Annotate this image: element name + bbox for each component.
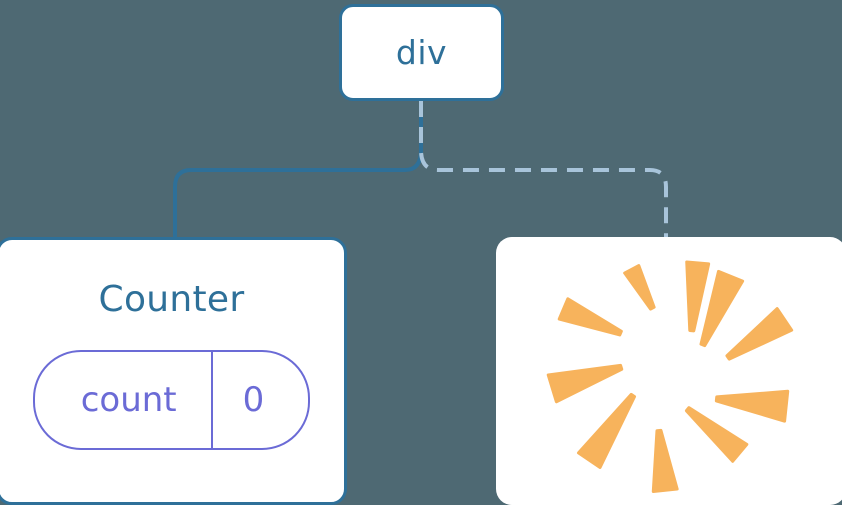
loading-starburst-icon xyxy=(541,248,801,498)
edge-div-to-counter xyxy=(173,101,423,240)
state-key-label: count xyxy=(80,380,177,420)
edge-div-to-spinner xyxy=(419,101,668,240)
spinner-ray xyxy=(635,373,684,500)
state-value-label: 0 xyxy=(210,352,309,448)
counter-node[interactable]: Counter count 0 xyxy=(0,237,347,505)
spinner-ray xyxy=(671,299,802,404)
spinner-node[interactable] xyxy=(496,237,842,505)
div-node[interactable]: div xyxy=(339,4,504,101)
spinner-ray xyxy=(549,290,684,373)
spinner-ray xyxy=(569,352,671,478)
spinner-ray xyxy=(616,256,696,373)
div-node-label: div xyxy=(395,33,448,72)
spinner-ray xyxy=(649,373,757,471)
spinner-ray xyxy=(671,262,751,387)
counter-node-label: Counter xyxy=(98,279,245,320)
spinner-ray xyxy=(539,335,671,410)
state-badge-count[interactable]: count 0 xyxy=(32,350,311,450)
spinner-ray xyxy=(667,373,797,428)
spinner-ray xyxy=(671,253,715,376)
